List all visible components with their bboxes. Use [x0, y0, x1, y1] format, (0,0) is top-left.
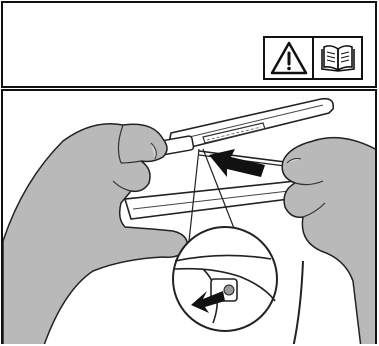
header-box: [1, 1, 377, 88]
manual-icon-cell: [312, 38, 361, 78]
right-hand: [282, 138, 377, 344]
open-manual-book-icon: [318, 41, 358, 75]
icon-group: [263, 36, 363, 80]
illustration-panel: [1, 89, 377, 344]
left-hand: [3, 124, 187, 344]
insert-arrow: [209, 149, 265, 177]
assembly-illustration: [3, 91, 377, 344]
warning-triangle-icon: [269, 40, 309, 76]
detail-callout-circle: [173, 227, 277, 331]
warning-icon-cell: [265, 38, 312, 78]
